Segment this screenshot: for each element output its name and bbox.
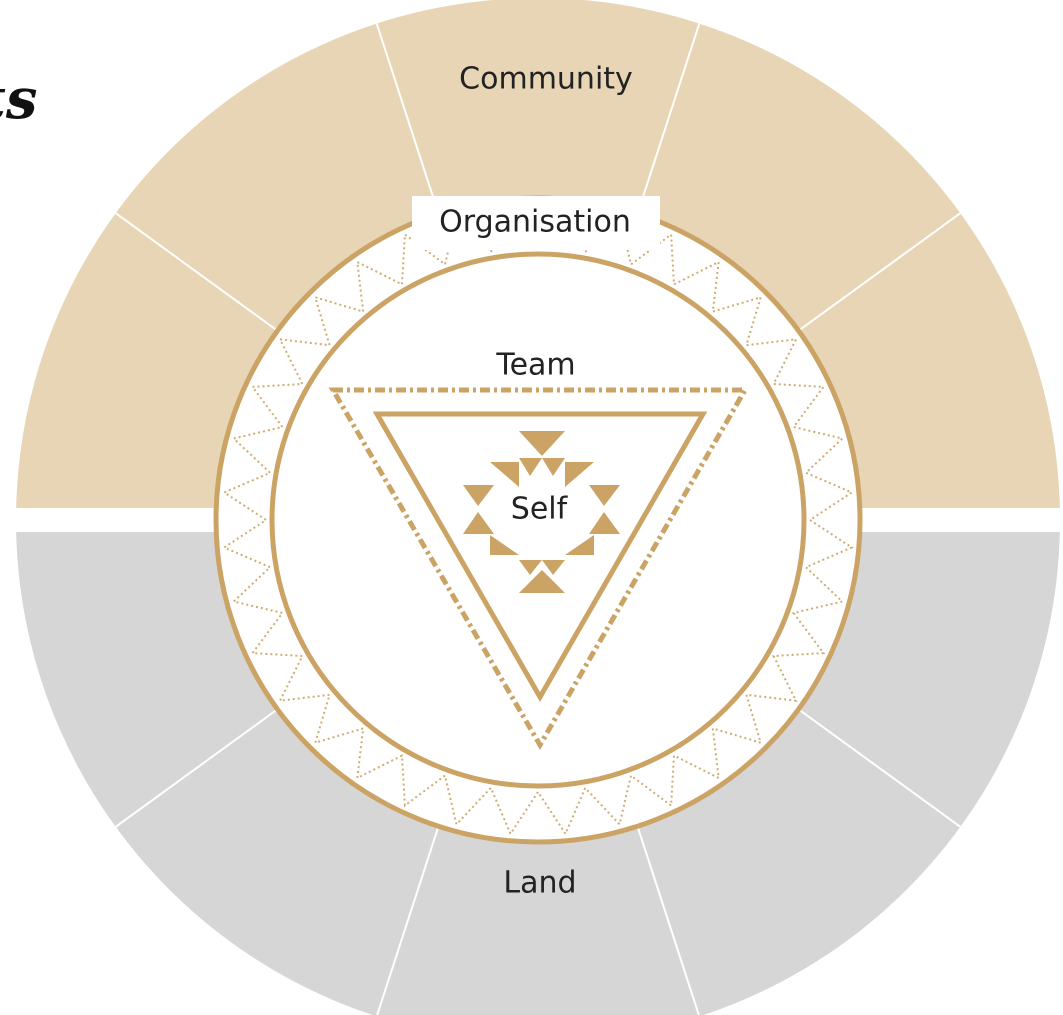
- self-triangle: [372, 411, 708, 703]
- organisation-label: Organisation: [439, 205, 631, 240]
- community-label: Community: [459, 62, 633, 97]
- self-motif-triangle: [565, 462, 594, 487]
- self-motif-triangle: [519, 560, 542, 575]
- organisation-label-backdrop: [412, 196, 660, 250]
- segment-divider: [375, 23, 439, 213]
- self-motif-triangle: [519, 458, 542, 476]
- land-label: Land: [503, 866, 576, 901]
- self-motif-triangle: [519, 431, 565, 456]
- segment-divider: [799, 709, 961, 828]
- self-motif-triangle: [490, 535, 519, 555]
- zigzag-pattern: [222, 196, 854, 836]
- self-motif-triangle: [490, 462, 519, 487]
- segment-dividers: [115, 23, 961, 1015]
- self-motif-triangle: [542, 560, 565, 575]
- title-fragment: ts: [0, 66, 37, 132]
- segment-divider: [115, 709, 277, 828]
- self-motif-triangle: [542, 458, 565, 476]
- segment-divider: [637, 827, 700, 1015]
- self-label: Self: [511, 492, 569, 527]
- self-motif-triangle: [565, 535, 594, 555]
- segment-divider: [115, 212, 277, 331]
- self-motif-triangle: [463, 485, 494, 506]
- segment-divider: [799, 212, 961, 331]
- team-label: Team: [495, 348, 575, 383]
- segment-divider: [376, 827, 439, 1015]
- self-motif-triangle: [589, 512, 620, 534]
- team-area: [328, 387, 750, 750]
- self-motif-triangle: [589, 485, 620, 506]
- segment-divider: [637, 23, 701, 213]
- self-motif-triangle: [463, 512, 494, 534]
- self-motif-triangle: [519, 570, 565, 593]
- team-triangle-dotted: [328, 387, 750, 750]
- self-motif-icon: [463, 431, 620, 593]
- self-label-backdrop: [503, 490, 577, 530]
